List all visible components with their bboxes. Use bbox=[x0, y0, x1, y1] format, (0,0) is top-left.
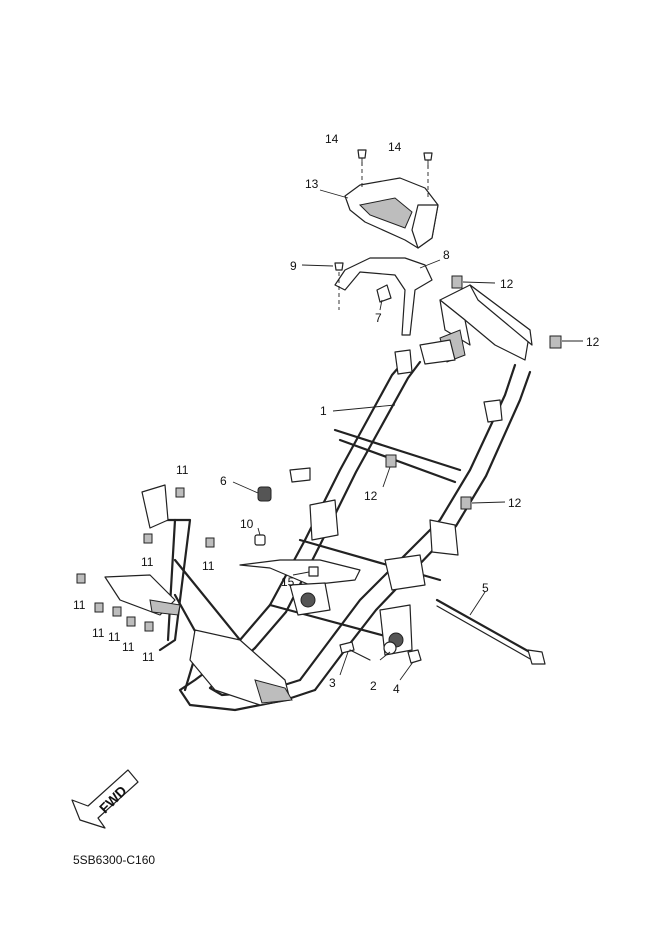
callout-12-d: 12 bbox=[508, 496, 522, 510]
main-frame bbox=[104, 284, 533, 712]
callout-11-g: 11 bbox=[122, 640, 135, 654]
callout-3: 3 bbox=[329, 676, 336, 690]
callout-11-c: 11 bbox=[202, 559, 215, 573]
callout-15: 15 bbox=[281, 575, 295, 589]
callout-9: 9 bbox=[290, 259, 297, 273]
callout-6: 6 bbox=[220, 474, 227, 488]
callout-8: 8 bbox=[443, 248, 450, 262]
callout-10: 10 bbox=[240, 517, 254, 531]
callout-11-d: 11 bbox=[73, 598, 86, 612]
callout-12-b: 12 bbox=[586, 335, 600, 349]
callout-11-b: 11 bbox=[141, 555, 154, 569]
callout-1: 1 bbox=[320, 404, 327, 418]
fwd-arrow: FWD bbox=[71, 769, 139, 829]
rear-carrier-assembly bbox=[334, 177, 439, 336]
callout-11-h: 11 bbox=[142, 650, 155, 664]
callout-11-e: 11 bbox=[92, 626, 105, 640]
callout-labels: 1 2 3 4 5 6 7 8 9 10 11 11 11 11 11 11 1… bbox=[73, 132, 600, 696]
callout-7: 7 bbox=[375, 311, 382, 325]
callout-5: 5 bbox=[482, 581, 489, 595]
callout-12-c: 12 bbox=[364, 489, 378, 503]
callout-2: 2 bbox=[370, 679, 377, 693]
diagram-code: 5SB6300-C160 bbox=[73, 853, 155, 867]
small-parts bbox=[76, 149, 562, 664]
callout-13: 13 bbox=[305, 177, 319, 191]
callout-14-a: 14 bbox=[325, 132, 339, 146]
leader-lines bbox=[232, 189, 583, 681]
callout-14-b: 14 bbox=[388, 140, 402, 154]
callout-12-a: 12 bbox=[500, 277, 514, 291]
callout-11-a: 11 bbox=[176, 463, 189, 477]
long-bolt-part-5 bbox=[435, 598, 546, 665]
callout-11-f: 11 bbox=[108, 630, 121, 644]
callout-4: 4 bbox=[393, 682, 400, 696]
